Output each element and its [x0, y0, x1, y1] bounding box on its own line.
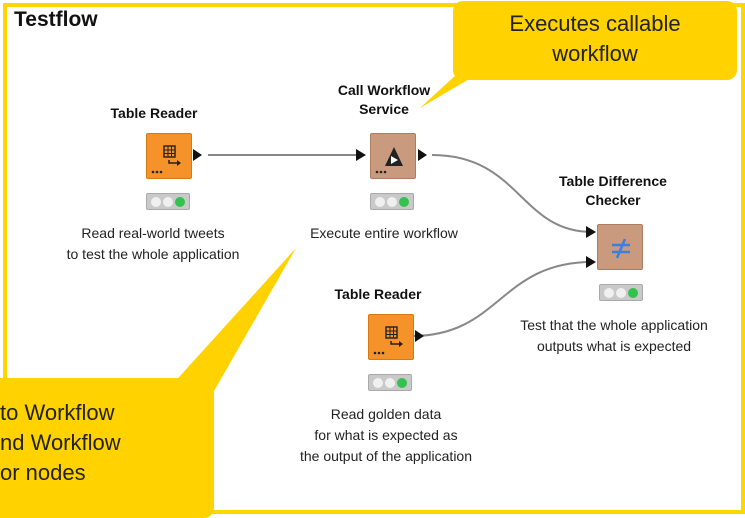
output-port-reader-1[interactable]	[193, 149, 202, 161]
status-light-reader-2	[368, 374, 412, 391]
table-reader-icon	[373, 326, 403, 355]
green-status-icon	[397, 378, 407, 388]
table-reader-icon	[151, 145, 181, 174]
callout-bottom-pointer	[160, 248, 296, 398]
arrowhead-checker-in1	[586, 226, 596, 238]
node-title-table-reader-1: Table Reader	[110, 105, 198, 121]
node-desc-reader-1: Read real-world tweets to test the whole…	[66, 225, 240, 262]
table-reader-node-1[interactable]	[146, 133, 192, 179]
workflow-title: Testflow	[14, 8, 98, 31]
play-triangle-icon	[375, 147, 403, 174]
output-port-reader-2[interactable]	[415, 330, 424, 342]
table-reader-node-2[interactable]	[368, 314, 414, 360]
node-desc-service: Execute entire workflow	[310, 225, 458, 241]
green-status-icon	[175, 197, 185, 207]
node-title-table-difference-checker: Table Difference Checker	[559, 173, 667, 208]
status-light-service	[370, 193, 414, 210]
callout-executes-callable-workflow: Executes callable workflow	[453, 1, 737, 80]
call-workflow-service-node[interactable]	[370, 133, 416, 179]
arrowhead-checker-in2	[586, 256, 596, 268]
connection-reader2-checker	[411, 261, 593, 337]
green-status-icon	[399, 197, 409, 207]
node-title-call-workflow-service: Call Workflow Service	[337, 82, 431, 117]
table-difference-checker-node[interactable]	[597, 224, 643, 270]
green-status-icon	[628, 288, 638, 298]
connection-service-checker	[431, 154, 593, 233]
callout-bottom-left: to Workflow nd Workflow or nodes	[0, 378, 214, 518]
node-desc-reader-2: Read golden data for what is expected as…	[299, 406, 473, 464]
output-port-service[interactable]	[418, 149, 427, 161]
arrowhead-service-in	[356, 149, 366, 161]
status-light-checker	[599, 284, 643, 301]
status-light-reader-1	[146, 193, 190, 210]
not-equal-icon	[612, 238, 630, 259]
node-title-table-reader-2: Table Reader	[334, 286, 422, 302]
node-desc-checker: Test that the whole application outputs …	[520, 317, 708, 354]
